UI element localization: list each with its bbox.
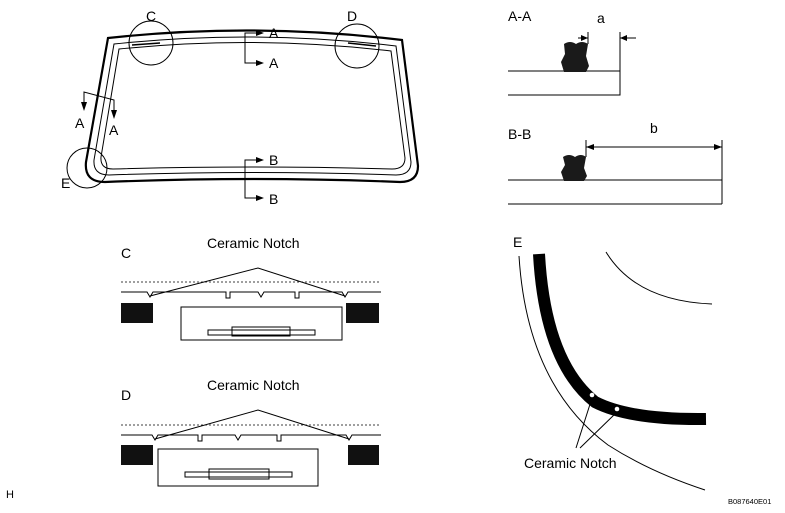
section-bb-title: B-B <box>508 126 531 142</box>
section-aa-dam-rubber <box>561 42 589 72</box>
section-label-top-a1: A <box>269 25 279 41</box>
section-label-bottom-b2: B <box>269 191 278 207</box>
detail-e: E Ceramic Notch <box>513 234 713 491</box>
circle-label-c: C <box>146 8 156 24</box>
section-label-side-a1: A <box>75 115 85 131</box>
section-aa: A-A a <box>508 8 636 96</box>
detail-d-letter: D <box>121 387 131 403</box>
detail-c-bracket-rail <box>207 329 316 336</box>
detail-c-pointer-lines <box>149 267 346 297</box>
windshield-molding-line <box>100 41 406 170</box>
windshield-outer-edge <box>84 29 420 184</box>
detail-c-left-block <box>121 303 153 323</box>
section-aa-dimension-label: a <box>597 10 605 26</box>
section-bb-body-panel <box>508 179 722 205</box>
detail-circle-e <box>66 147 108 189</box>
corner-letter: H <box>6 489 14 501</box>
section-label-top-a2: A <box>269 55 279 71</box>
detail-e-glass-edge <box>518 255 706 491</box>
windshield-inner-edge <box>93 36 412 176</box>
detail-d-right-block <box>348 445 379 465</box>
detail-c: C Ceramic Notch <box>121 235 381 341</box>
detail-c-letter: C <box>121 245 131 261</box>
detail-e-ceramic-band <box>533 253 707 426</box>
section-marker-bottom-bb: B B <box>244 152 278 207</box>
detail-c-right-block <box>346 303 379 323</box>
detail-d-caption: Ceramic Notch <box>207 377 300 393</box>
detail-d-left-block <box>121 445 153 465</box>
detail-d-pointer-lines <box>154 409 350 440</box>
section-label-bottom-b1: B <box>269 152 278 168</box>
detail-c-ceramic-edge <box>121 291 381 299</box>
detail-circle-d <box>334 23 380 69</box>
notch-marks-c <box>131 42 161 46</box>
detail-d-bracket-rail <box>184 471 293 478</box>
section-marker-side-aa: A A <box>75 91 119 138</box>
section-bb-dimension-label: b <box>650 120 658 136</box>
detail-e-pointer-lines <box>575 397 618 449</box>
windshield-overview: C D E A A A A B B <box>61 8 420 207</box>
section-aa-title: A-A <box>508 8 532 24</box>
section-marker-top-aa: A A <box>244 25 279 71</box>
detail-c-caption: Ceramic Notch <box>207 235 300 251</box>
detail-e-caption: Ceramic Notch <box>524 455 617 471</box>
section-bb-dam-rubber <box>561 155 587 181</box>
figure-code: B087640E01 <box>728 497 771 506</box>
detail-e-notch-2 <box>614 406 620 412</box>
circle-label-e: E <box>61 175 70 191</box>
notch-marks-d <box>347 42 377 47</box>
section-aa-body-panel <box>508 70 621 96</box>
detail-d-ceramic-edge <box>121 434 381 442</box>
detail-d: D Ceramic Notch <box>121 377 381 487</box>
detail-d-bracket-clip <box>208 468 270 480</box>
circle-label-d: D <box>347 8 357 24</box>
section-bb: B-B b <box>508 120 723 205</box>
detail-c-mirror-bracket <box>180 306 343 341</box>
detail-e-notch-1 <box>589 392 595 398</box>
detail-e-letter: E <box>513 234 522 250</box>
detail-e-inner-edge <box>605 251 713 305</box>
detail-circle-c <box>128 20 174 66</box>
detail-c-bracket-clip <box>231 326 291 337</box>
detail-d-mirror-bracket <box>157 448 319 487</box>
section-label-side-a2: A <box>109 122 119 138</box>
